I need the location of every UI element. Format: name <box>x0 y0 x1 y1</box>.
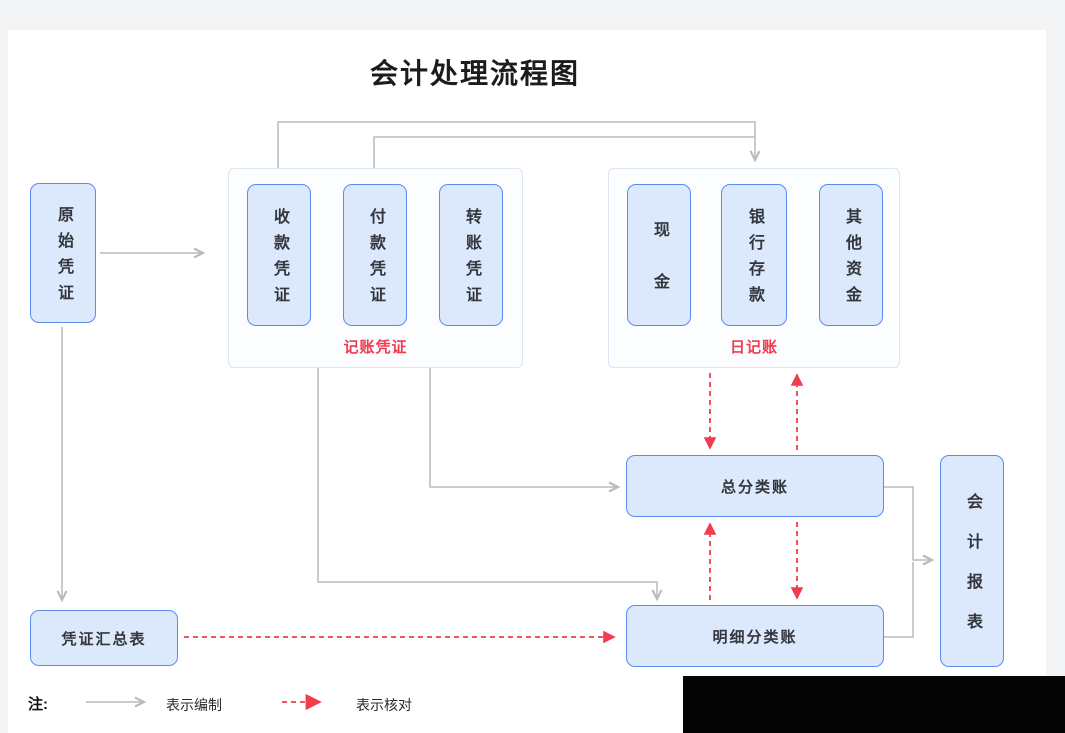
other-funds-label: 其他资金 <box>843 208 860 312</box>
general-ledger-box: 总分类账 <box>626 455 884 517</box>
original-voucher-label: 原始凭证 <box>55 206 72 310</box>
bookkeeping-group-label: 记账凭证 <box>343 339 408 356</box>
financial-report-label: 会计报表 <box>964 493 981 653</box>
payment-voucher-box: 付款凭证 <box>343 184 407 326</box>
general-ledger-label: 总分类账 <box>720 478 789 496</box>
receipt-voucher-box: 收款凭证 <box>247 184 311 326</box>
original-voucher-box: 原始凭证 <box>30 183 96 323</box>
journal-group-label: 日记账 <box>729 339 778 356</box>
other-funds-box: 其他资金 <box>819 184 883 326</box>
cash-label: 现金 <box>651 221 668 325</box>
bookkeeping-voucher-group: 收款凭证 付款凭证 转账凭证 记账凭证 <box>228 168 523 368</box>
black-overlay <box>683 676 1065 733</box>
financial-report-box: 会计报表 <box>940 455 1004 667</box>
legend-note-label: 注: <box>28 696 48 713</box>
receipt-voucher-label: 收款凭证 <box>271 208 288 312</box>
transfer-voucher-box: 转账凭证 <box>439 184 503 326</box>
payment-voucher-label: 付款凭证 <box>367 208 384 312</box>
legend-dashed-arrow-label: 表示核对 <box>356 697 412 713</box>
journal-group: 现金 银行存款 其他资金 日记账 <box>608 168 900 368</box>
subsidiary-ledger-label: 明细分类账 <box>712 628 798 646</box>
cash-box: 现金 <box>627 184 691 326</box>
transfer-voucher-label: 转账凭证 <box>463 208 480 312</box>
voucher-summary-box: 凭证汇总表 <box>30 610 178 666</box>
voucher-summary-label: 凭证汇总表 <box>61 630 147 648</box>
bank-deposit-label: 银行存款 <box>746 208 763 312</box>
bank-deposit-box: 银行存款 <box>721 184 787 326</box>
subsidiary-ledger-box: 明细分类账 <box>626 605 884 667</box>
legend-solid-arrow-label: 表示编制 <box>166 697 222 713</box>
page-title: 会计处理流程图 <box>369 58 580 89</box>
